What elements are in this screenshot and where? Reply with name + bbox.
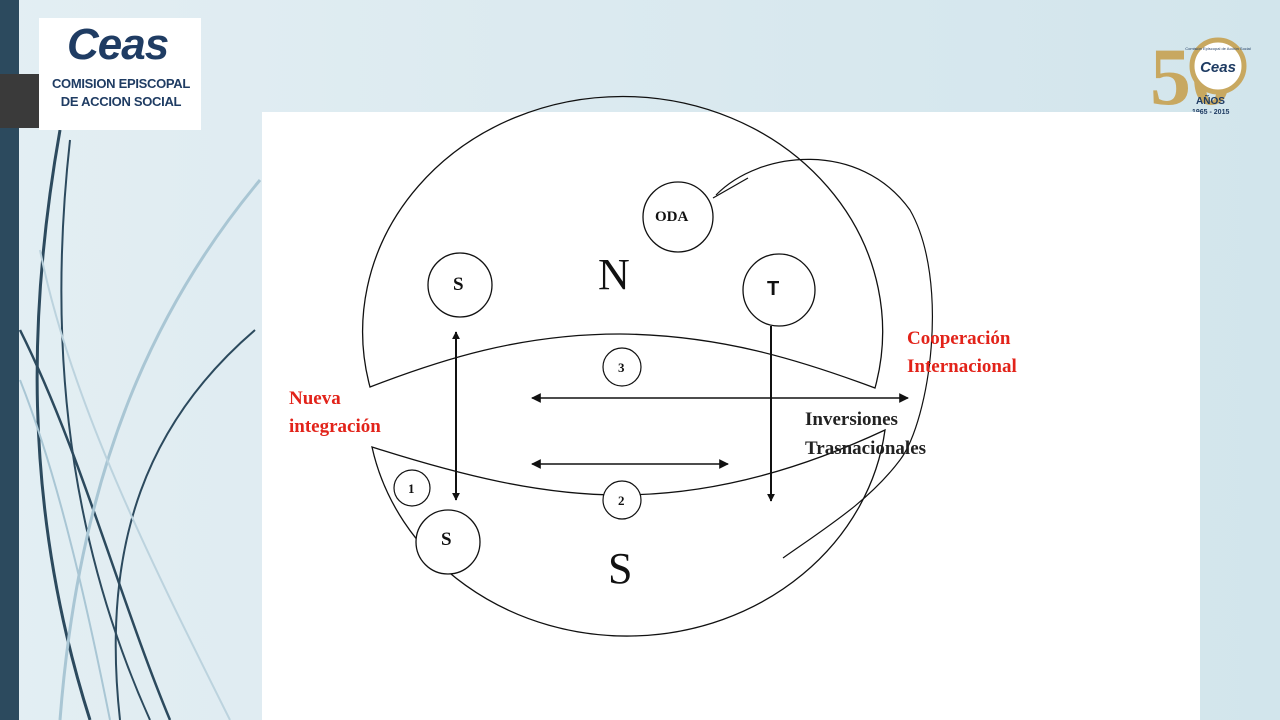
- ceas-logo: Ceas COMISION EPISCOPAL DE ACCION SOCIAL: [39, 18, 201, 130]
- anniversary-anos: AÑOS: [1196, 94, 1225, 107]
- num-1-circle: [393, 469, 431, 507]
- cooperacion-label-line2: Internacional: [907, 356, 1017, 377]
- cooperacion-label-line1: Cooperación: [907, 328, 1011, 349]
- south-region-outline: [371, 428, 886, 637]
- oda-label: ODA: [655, 209, 689, 225]
- s-bottom-label: S: [441, 529, 452, 550]
- anniversary-ring-text: Comisión Episcopal de Acción Social: [1185, 46, 1251, 51]
- num-2-circle: [602, 480, 642, 520]
- cooperation-curve: [715, 158, 933, 559]
- t-circle: [742, 253, 816, 327]
- s-top-circle: [427, 252, 493, 318]
- diagram-panel: [262, 112, 1200, 720]
- south-label: S: [608, 544, 633, 593]
- north-region-outline: [362, 95, 884, 389]
- anniversary-years: 1965 - 2015: [1192, 109, 1229, 116]
- oda-circle: [642, 181, 714, 253]
- num-1-label: 1: [408, 481, 415, 496]
- left-accent-square: [0, 74, 39, 128]
- logo-line-2: DE ACCION SOCIAL: [60, 94, 182, 109]
- num-3-circle: [602, 347, 642, 387]
- s-top-label: S: [453, 274, 464, 295]
- num-2-label: 2: [618, 493, 625, 508]
- anniversary-word: Ceas: [1200, 59, 1236, 76]
- inversiones-label-line2: Trasnacionales: [805, 438, 927, 459]
- t-label: T: [767, 278, 780, 300]
- north-label: N: [598, 250, 630, 299]
- oda-connector-line: [712, 177, 749, 199]
- nueva-label-line1: Nueva: [289, 388, 341, 409]
- s-bottom-circle: [415, 509, 481, 575]
- decorative-swooshes: [18, 129, 262, 720]
- logo-word: Ceas: [67, 20, 169, 69]
- inversiones-label-line1: Inversiones: [805, 409, 898, 430]
- logo-line-1: COMISION EPISCOPAL: [51, 76, 191, 91]
- num-3-label: 3: [618, 360, 625, 375]
- left-accent-bar: [0, 0, 19, 720]
- anniversary-logo: 50 Ceas Comisión Episcopal de Acción Soc…: [1150, 31, 1251, 118]
- nueva-label-line2: integración: [289, 416, 381, 437]
